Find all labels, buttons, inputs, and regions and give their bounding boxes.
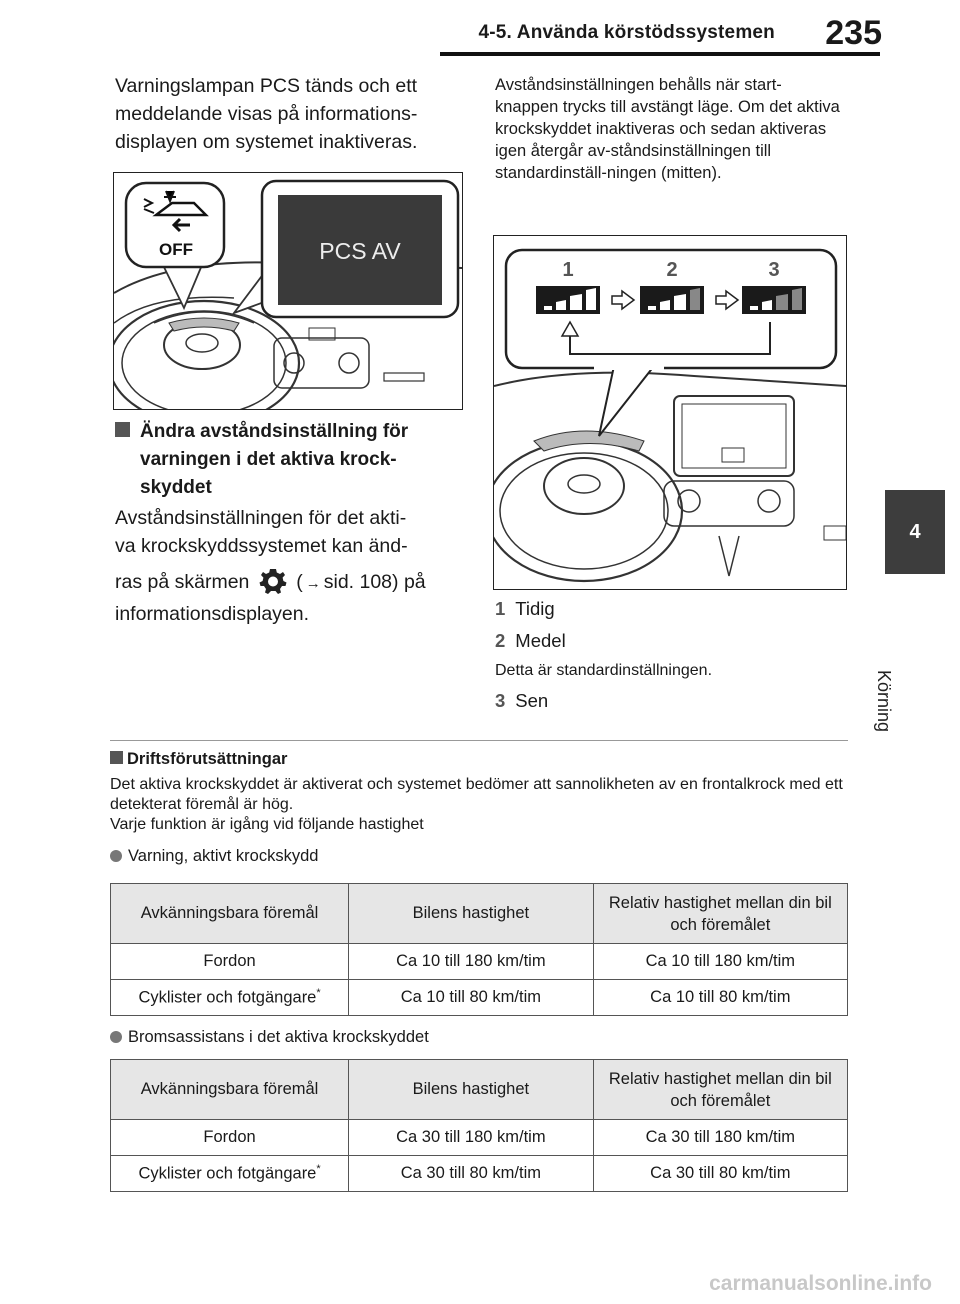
default-note: Detta är standardinställningen. [495, 662, 713, 679]
speed-table-warning: Avkänningsbara föremål Bilens hastighet … [109, 883, 849, 1016]
heading-line-2: varningen i det aktiva krock- [140, 449, 397, 470]
next-arrow-icon [715, 289, 740, 311]
intro-paragraph: Varningslampan PCS tänds och ett meddela… [115, 75, 418, 153]
table-row: Cyklister och fotgängare* Ca 10 till 80 … [109, 979, 849, 1016]
table-row: Fordon Ca 30 till 180 km/tim Ca 30 till … [109, 1119, 849, 1156]
body-line-3-paren: ( [296, 571, 303, 593]
header-rule [440, 52, 880, 56]
table-header: Bilens hastighet [348, 1059, 594, 1120]
heading-line-1: Ändra avståndsinställning för [140, 421, 409, 442]
setting-label-3: 3 [768, 259, 779, 281]
pcs-display-text: PCS AV [319, 238, 401, 264]
off-icon-label: OFF [159, 240, 193, 259]
distance-settings-illustration: 1 2 3 [494, 248, 846, 583]
chapter-label-wrap: Körning [874, 590, 950, 732]
chapter-tab[interactable]: 4 [885, 490, 945, 574]
table-header: Relativ hastighet mellan din bil och för… [592, 883, 849, 944]
watermark: carmanualsonline.info [709, 1272, 932, 1295]
table-header: Avkänningsbara föremål [109, 883, 350, 944]
section-heading: Ändra avståndsinställning för varningen … [115, 418, 460, 502]
body-line-4: informationsdisplayen. [115, 603, 310, 625]
body-line-3-pre: ras på skärmen [115, 571, 250, 593]
dashboard-illustration: OFF PCS AV [114, 179, 462, 409]
body-line-1: Avståndsinställningen för det akti- [115, 507, 407, 529]
setting-label-2: 2 [666, 259, 677, 281]
bullet-brake-assist: Bromsassistans i det aktiva krockskyddet [110, 1026, 429, 1048]
conditions-heading: Driftsförutsättningar [110, 750, 850, 769]
chapter-label: Körning [874, 670, 894, 733]
distance-setting-paragraph: Avståndsinställningen för det akti- va k… [115, 504, 465, 628]
figure-pcs-off: OFF PCS AV [113, 172, 463, 410]
page-reference-link[interactable]: sid. 108) på [323, 571, 426, 593]
table-header: Relativ hastighet mellan din bil och för… [592, 1059, 849, 1120]
bullet-warning: Varning, aktivt krockskydd [110, 845, 850, 867]
figure-distance-settings: 1 2 3 [493, 235, 847, 590]
bullet-dot [110, 1031, 122, 1043]
next-arrow-icon [611, 289, 636, 311]
section-divider [110, 740, 848, 741]
page-number: 235 [825, 14, 882, 52]
table-row: Fordon Ca 10 till 180 km/tim Ca 10 till … [109, 943, 849, 980]
section-title: 4-5. Använda körstödssystemen [478, 22, 775, 43]
table-header: Avkänningsbara föremål [109, 1059, 350, 1120]
conditions-text: Det aktiva krockskyddet är aktiverat och… [110, 776, 843, 813]
distance-bars-2-icon [640, 286, 704, 314]
right-arrow-icon: → [305, 575, 321, 592]
retention-paragraph: Avståndsinställningen behålls när start-… [495, 76, 840, 182]
heading-square-bullet [115, 422, 130, 437]
gear-icon [259, 567, 287, 607]
table-header: Bilens hastighet [348, 883, 594, 944]
speed-table-brake-assist: Avkänningsbara föremål Bilens hastighet … [109, 1059, 849, 1192]
setting-label-1: 1 [562, 259, 573, 281]
body-line-2: va krockskyddssystemet kan änd- [115, 535, 408, 557]
conditions-speed-text: Varje funktion är igång vid följande has… [110, 816, 424, 833]
return-arrow-icon [560, 320, 580, 337]
bullet-dot [110, 850, 122, 862]
heading-line-3: skyddet [140, 477, 212, 498]
heading-square-bullet [110, 751, 123, 764]
distance-bars-1-icon [536, 286, 600, 314]
table-row: Cyklister och fotgängare* Ca 30 till 80 … [109, 1155, 849, 1192]
distance-bars-3-icon [742, 286, 806, 314]
operating-conditions: Driftsförutsättningar Det aktiva krocksk… [110, 750, 850, 867]
